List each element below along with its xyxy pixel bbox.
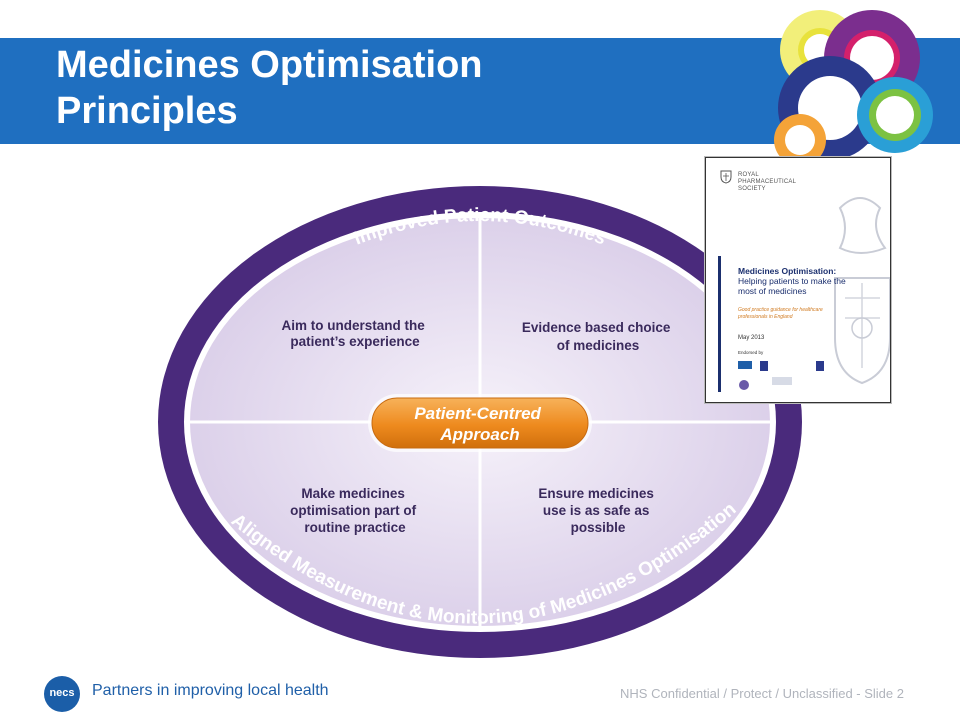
necs-logo: necs [44, 676, 80, 712]
coat-of-arms-watermark [834, 197, 890, 385]
slide-title-line1: Medicines Optimisation [56, 44, 483, 86]
deco-circle-orange-core [785, 125, 815, 155]
decorative-circles [774, 10, 933, 160]
quadrant-bottom-right: Ensure medicines use is as safe as possi… [538, 486, 657, 535]
nhs-logo [738, 361, 752, 369]
guidance-document-cover: ROYAL PHARMACEUTICAL SOCIETY Medicines O… [705, 157, 891, 403]
doc-accent-bar [718, 256, 721, 392]
doc-subtitle: Good practice guidance for healthcare pr… [738, 307, 823, 320]
center-text: Patient-Centred Approach [414, 404, 545, 444]
quadrant-bottom-left: Make medicines optimisation part of rout… [290, 486, 420, 535]
academy-logo [772, 377, 792, 385]
doc-title: Medicines Optimisation: Helping patients… [738, 266, 848, 296]
doc-organisation: ROYAL PHARMACEUTICAL SOCIETY [738, 172, 796, 193]
footer-tagline: Partners in improving local health [92, 682, 329, 699]
footer-classification: NHS Confidential / Protect / Unclassifie… [620, 686, 904, 701]
doc-date: May 2013 [738, 335, 765, 341]
doc-org-line1: ROYAL [738, 172, 759, 178]
nursing-logo [816, 361, 824, 371]
principles-diagram: Improved Patient Outcomes Aligned Measur… [158, 186, 802, 658]
doc-title-bold: Medicines Optimisation: [738, 266, 837, 276]
deco-circle-green-core [876, 96, 914, 134]
rps-crest-icon [720, 170, 732, 184]
quadrant-top-left: Aim to understand the patient’s experien… [281, 318, 428, 349]
slide-title: Medicines Optimisation Principles [56, 42, 483, 134]
quadrant-top-right: Evidence based choice of medicines [522, 320, 674, 353]
abpi-logo [739, 380, 749, 390]
doc-endorsed: Endorsed by [738, 350, 764, 355]
doc-org-line3: SOCIETY [738, 186, 766, 192]
doc-title-rest: Helping patients to make the most of med… [738, 276, 846, 296]
college-logo [760, 361, 768, 371]
center-pill [371, 397, 589, 449]
slide-title-line2: Principles [56, 90, 238, 132]
doc-org-line2: PHARMACEUTICAL [738, 179, 797, 185]
endorser-logos [738, 361, 824, 390]
